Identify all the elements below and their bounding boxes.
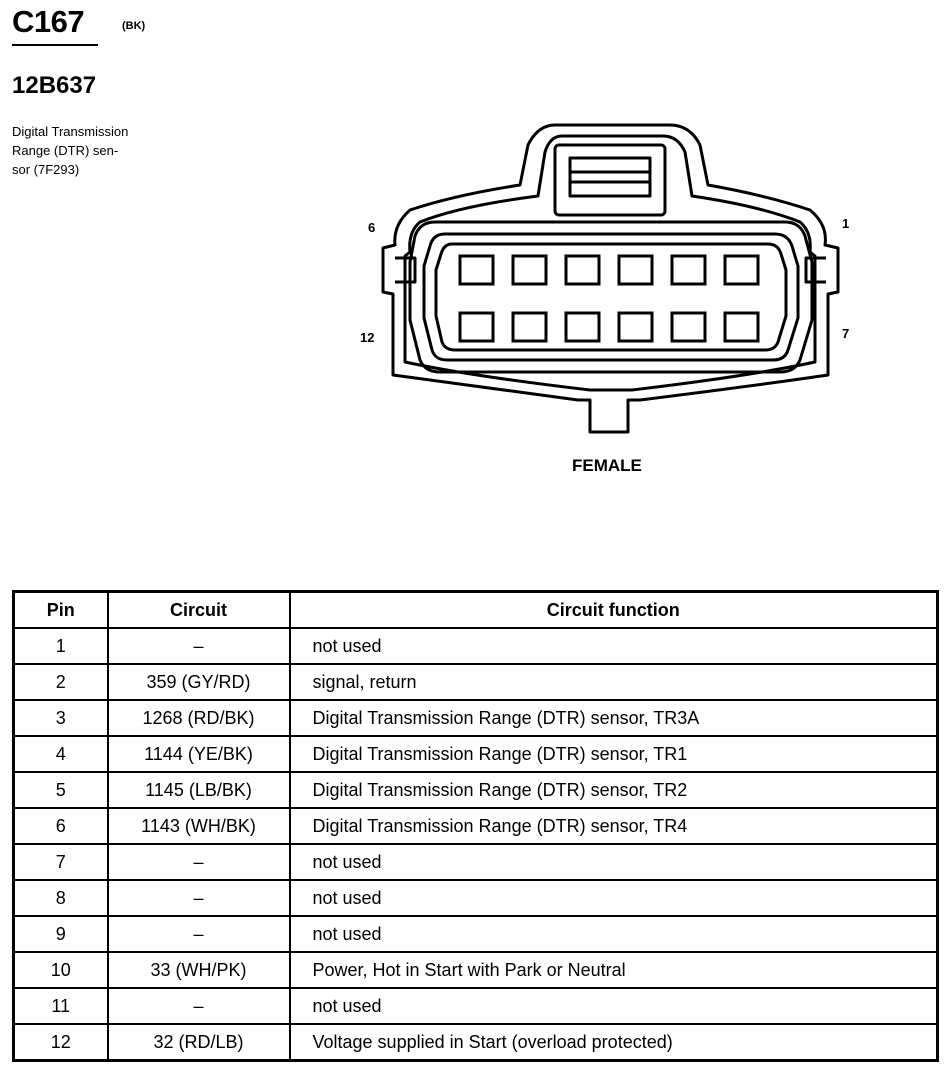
cavity-frame-outer <box>408 220 814 374</box>
circuit-cell: 1268 (RD/BK) <box>106 699 291 737</box>
table-row: 11–not used <box>12 987 939 1025</box>
table-row: 9–not used <box>12 915 939 953</box>
pin-cell: 4 <box>12 735 109 773</box>
terminal-cavity <box>617 254 654 286</box>
pin-cell: 10 <box>12 951 109 989</box>
connector-color-code: (BK) <box>122 20 146 32</box>
terminal-cavity <box>458 311 495 343</box>
component-description: Digital Transmission Range (DTR) sen- so… <box>12 122 187 179</box>
circuit-cell: 1144 (YE/BK) <box>106 735 291 773</box>
description-line: Range (DTR) sen- <box>12 143 119 158</box>
function-cell: not used <box>288 627 939 665</box>
pin-label-12: 12 <box>360 330 374 345</box>
pin-cell: 5 <box>12 771 109 809</box>
function-cell: not used <box>288 843 939 881</box>
header-pin: Pin <box>12 590 109 629</box>
terminal-cavity <box>617 311 654 343</box>
pin-cell: 8 <box>12 879 109 917</box>
pin-label-1: 1 <box>842 216 849 231</box>
pin-cell: 7 <box>12 843 109 881</box>
pin-cell: 9 <box>12 915 109 953</box>
circuit-cell: – <box>106 879 291 917</box>
header-circuit-function: Circuit function <box>288 590 939 629</box>
latch-window <box>568 156 652 198</box>
terminal-cavity <box>564 311 601 343</box>
terminal-cavity <box>564 254 601 286</box>
function-cell: Digital Transmission Range (DTR) sensor,… <box>288 807 939 845</box>
terminal-cavities <box>458 254 760 343</box>
pin-cell: 3 <box>12 699 109 737</box>
circuit-cell: – <box>106 843 291 881</box>
terminal-cavity <box>670 254 707 286</box>
pin-cell: 12 <box>12 1023 109 1062</box>
pin-cell: 1 <box>12 627 109 665</box>
function-cell: not used <box>288 987 939 1025</box>
function-cell: Digital Transmission Range (DTR) sensor,… <box>288 699 939 737</box>
cavity-frame-inner <box>422 232 800 362</box>
function-cell: not used <box>288 879 939 917</box>
function-cell: Digital Transmission Range (DTR) sensor,… <box>288 771 939 809</box>
circuit-cell: 32 (RD/LB) <box>106 1023 291 1062</box>
terminal-cavity <box>723 254 760 286</box>
connector-gender: FEMALE <box>572 456 642 475</box>
connector-id-underline <box>12 44 98 46</box>
housing-inner-contour <box>403 134 817 392</box>
terminal-cavity <box>511 254 548 286</box>
cavity-frame-core <box>434 242 788 352</box>
latch <box>553 143 667 217</box>
circuit-cell: 1143 (WH/BK) <box>106 807 291 845</box>
housing-outer <box>381 123 840 434</box>
header-circuit: Circuit <box>106 590 291 629</box>
table-row: 7–not used <box>12 843 939 881</box>
connector-id: C167 <box>12 4 85 39</box>
table-header-row: Pin Circuit Circuit function <box>12 590 939 629</box>
table-row: 8–not used <box>12 879 939 917</box>
circuit-cell: 33 (WH/PK) <box>106 951 291 989</box>
pin-cell: 2 <box>12 663 109 701</box>
function-cell: Digital Transmission Range (DTR) sensor,… <box>288 735 939 773</box>
pin-cell: 6 <box>12 807 109 845</box>
table-row: 1–not used <box>12 627 939 665</box>
function-cell: Power, Hot in Start with Park or Neutral <box>288 951 939 989</box>
function-cell: not used <box>288 915 939 953</box>
terminal-cavity <box>458 254 495 286</box>
pin-label-7: 7 <box>842 326 849 341</box>
pin-cell: 11 <box>12 987 109 1025</box>
left-lock-tab <box>395 256 417 284</box>
connector-face-diagram: 6 1 12 7 <box>360 123 849 434</box>
terminal-cavity <box>670 311 707 343</box>
circuit-cell: – <box>106 915 291 953</box>
right-lock-tab <box>804 256 826 284</box>
terminal-cavity <box>511 311 548 343</box>
circuit-cell: 1145 (LB/BK) <box>106 771 291 809</box>
circuit-cell: 359 (GY/RD) <box>106 663 291 701</box>
function-cell: signal, return <box>288 663 939 701</box>
circuit-cell: – <box>106 987 291 1025</box>
circuit-cell: – <box>106 627 291 665</box>
description-line: Digital Transmission <box>12 124 129 139</box>
pin-label-6: 6 <box>368 220 375 235</box>
terminal-cavity <box>723 311 760 343</box>
function-cell: Voltage supplied in Start (overload prot… <box>288 1023 939 1062</box>
part-number: 12B637 <box>12 72 97 99</box>
description-line: sor (7F293) <box>12 162 80 177</box>
